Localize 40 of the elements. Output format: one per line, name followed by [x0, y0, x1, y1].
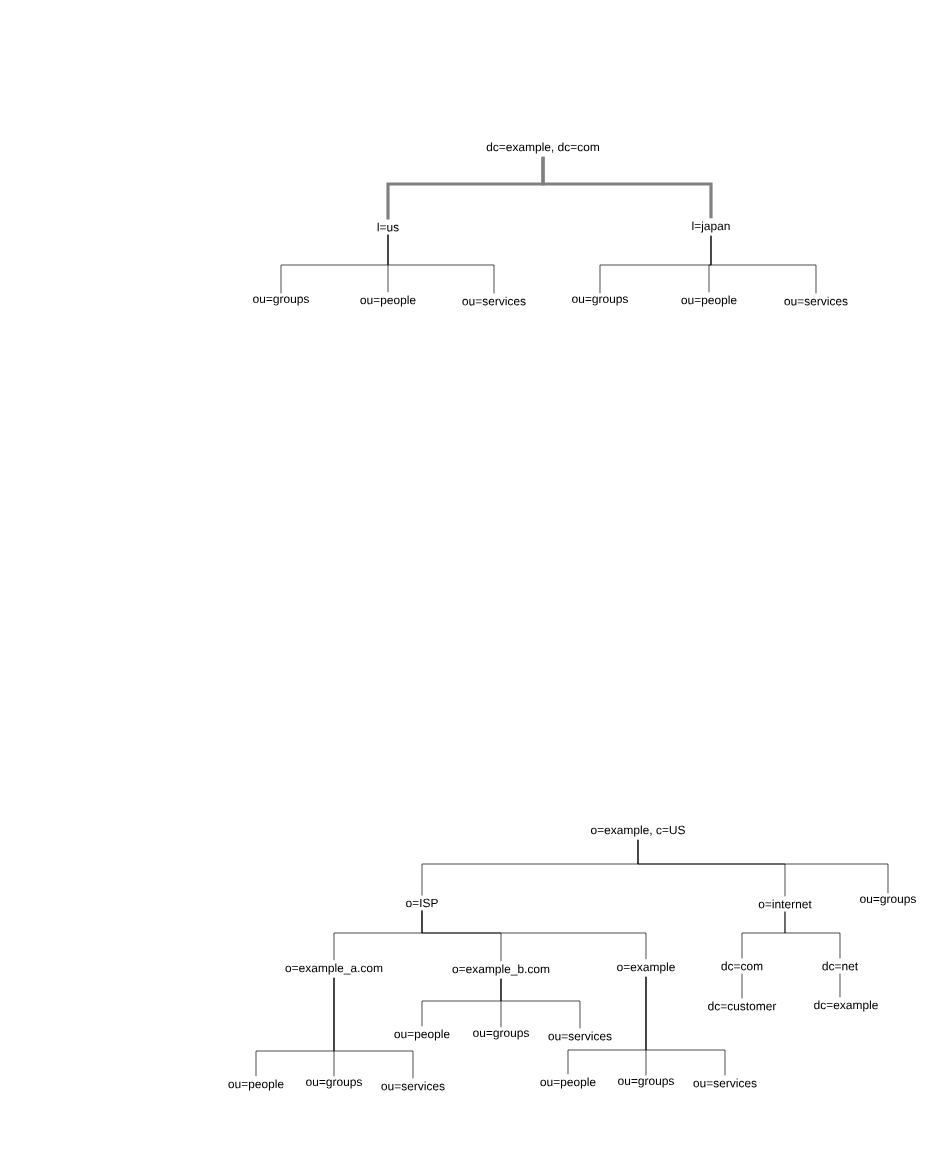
entry-label: l=us: [377, 222, 399, 232]
entry-label: dc=example, dc=com: [486, 142, 599, 154]
connector-line: [637, 839, 889, 894]
entry-label: ou=people: [540, 1077, 596, 1089]
entry-label: ou=people: [681, 295, 737, 307]
entry-label: dc=customer: [708, 1001, 777, 1011]
entry-label: ou=people: [394, 1029, 450, 1041]
entry-label: ou=services: [784, 296, 848, 306]
entry-label: ou=services: [381, 1081, 445, 1091]
entry-label: ou=groups: [253, 296, 309, 306]
entry-label: o=example_b.com: [452, 964, 550, 976]
connector-line: [839, 973, 841, 998]
connector-line: [333, 977, 414, 1079]
entry-label: ou=groups: [572, 296, 628, 306]
connector-line: [500, 978, 581, 1029]
entry-label: ou=people: [360, 295, 416, 307]
connector-line: [710, 235, 817, 294]
connector-line: [784, 911, 841, 959]
entry-label: o=example: [617, 962, 675, 974]
connector-line: [741, 973, 743, 999]
entry-label: ou=groups: [618, 1078, 674, 1088]
connector-line: [421, 910, 647, 960]
entry-label: ou=groups: [306, 1079, 362, 1089]
entry-label: dc=com: [721, 961, 763, 971]
entry-label: o=ISP: [406, 898, 438, 908]
entry-label: o=internet: [758, 899, 812, 909]
entry-label: ou=services: [462, 296, 526, 306]
connector-line: [645, 976, 726, 1076]
entry-label: ou=people: [228, 1079, 284, 1091]
entry-label: l=japan: [692, 221, 730, 233]
entry-label: dc=example: [814, 1000, 878, 1012]
entry-label: o=example_a.com: [285, 963, 383, 975]
connector-line: [387, 234, 495, 294]
entry-label: dc=net: [822, 961, 858, 971]
connector-line: [541, 156, 713, 219]
entry-label: ou=services: [693, 1078, 757, 1088]
entry-label: ou=groups: [860, 896, 916, 906]
entry-label: ou=services: [548, 1031, 612, 1041]
entry-label: o=example, c=US: [591, 825, 685, 837]
entry-label: ou=groups: [473, 1030, 529, 1040]
